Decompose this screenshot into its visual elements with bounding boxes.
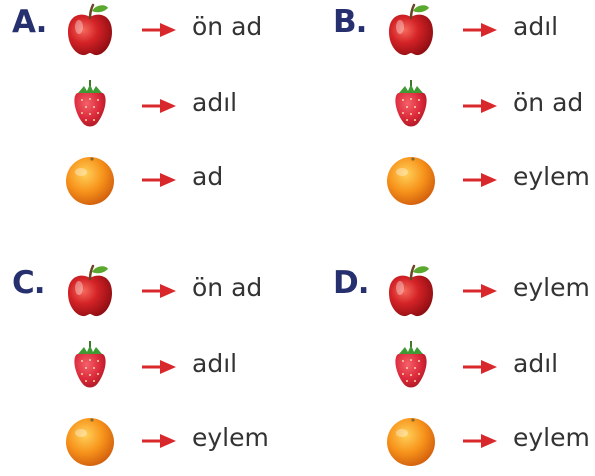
option-c[interactable]: C. ön ad — [12, 263, 302, 473]
orange-icon — [66, 157, 114, 205]
option-row: eylem — [383, 152, 595, 208]
option-label: eylem — [513, 423, 590, 452]
option-row: eylem — [62, 413, 302, 469]
option-d[interactable]: D. eylem — [333, 263, 595, 473]
option-letter: D. — [333, 265, 370, 301]
option-letter: C. — [12, 265, 46, 301]
option-label: adıl — [192, 349, 238, 378]
option-b[interactable]: B. adıl — [333, 2, 595, 212]
option-label: ön ad — [513, 88, 584, 117]
option-label: ad — [192, 162, 224, 191]
option-label: eylem — [192, 423, 269, 452]
option-row: adıl — [62, 339, 302, 395]
orange-icon — [387, 157, 435, 205]
option-row: adıl — [383, 339, 595, 395]
arrow-icon — [463, 284, 497, 298]
option-label: eylem — [513, 273, 590, 302]
arrow-icon — [463, 23, 497, 37]
apple-icon — [389, 3, 433, 56]
arrow-icon — [142, 173, 176, 187]
option-letter: A. — [12, 4, 47, 40]
arrow-icon — [463, 173, 497, 187]
option-letter: B. — [333, 4, 367, 40]
orange-icon — [387, 418, 435, 466]
arrow-icon — [463, 434, 497, 448]
option-row: eylem — [383, 263, 595, 319]
option-row: ön ad — [62, 263, 302, 319]
option-label: ön ad — [192, 12, 263, 41]
orange-icon — [66, 418, 114, 466]
arrow-icon — [142, 284, 176, 298]
option-a[interactable]: A. ön ad — [12, 2, 302, 212]
option-label: adıl — [513, 349, 559, 378]
strawberry-icon — [74, 341, 106, 388]
option-row: ad — [62, 152, 302, 208]
strawberry-icon — [74, 80, 106, 127]
arrow-icon — [142, 23, 176, 37]
strawberry-icon — [395, 80, 427, 127]
arrow-icon — [463, 99, 497, 113]
option-label: eylem — [513, 162, 590, 191]
strawberry-icon — [395, 341, 427, 388]
option-row: eylem — [383, 413, 595, 469]
arrow-icon — [463, 360, 497, 374]
apple-icon — [389, 264, 433, 317]
option-label: adıl — [513, 12, 559, 41]
apple-icon — [68, 264, 112, 317]
arrow-icon — [142, 434, 176, 448]
option-row: ön ad — [62, 2, 302, 58]
option-row: adıl — [383, 2, 595, 58]
option-row: adıl — [62, 78, 302, 134]
apple-icon — [68, 3, 112, 56]
option-label: ön ad — [192, 273, 263, 302]
option-row: ön ad — [383, 78, 595, 134]
arrow-icon — [142, 99, 176, 113]
arrow-icon — [142, 360, 176, 374]
option-label: adıl — [192, 88, 238, 117]
